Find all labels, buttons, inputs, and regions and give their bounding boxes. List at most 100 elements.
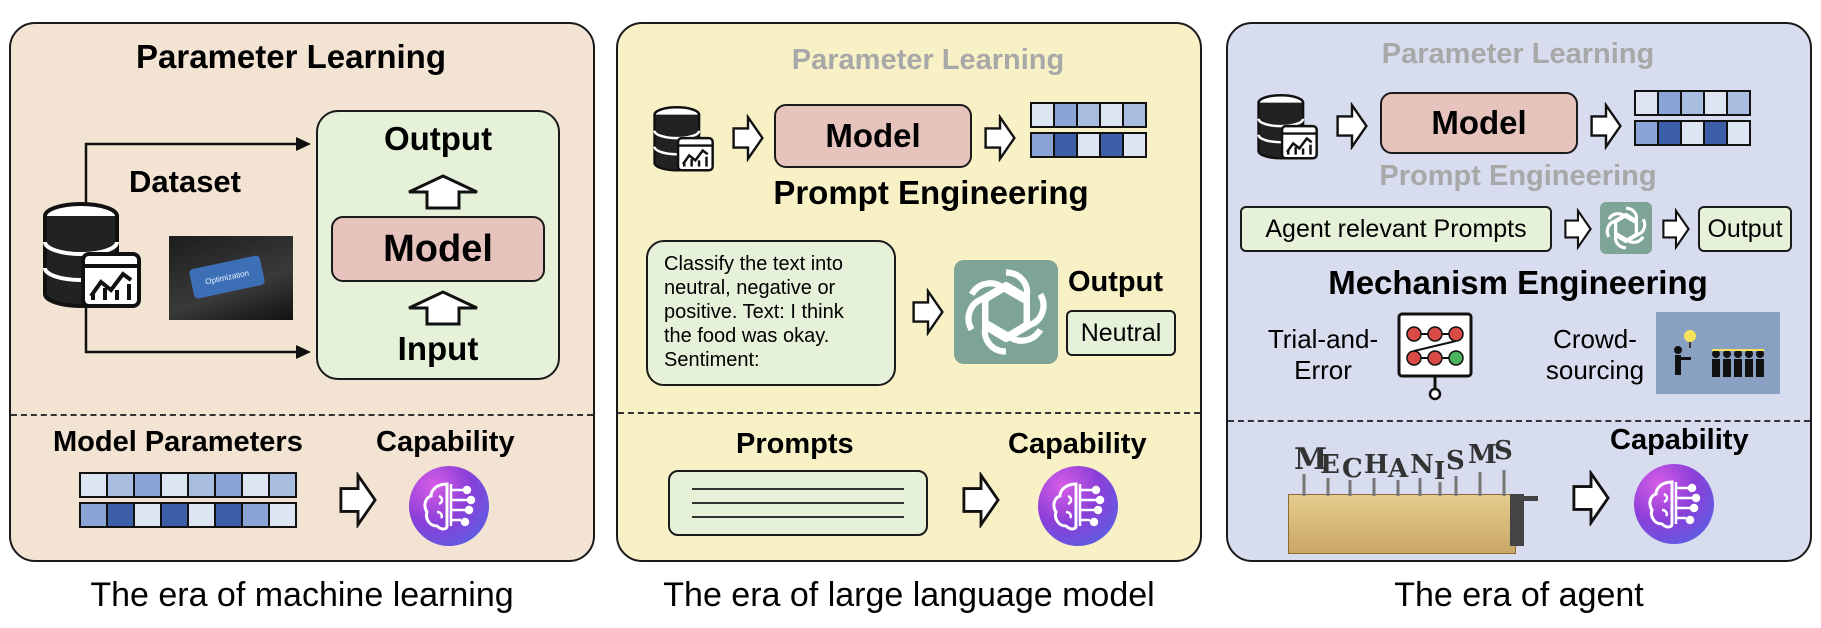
arrow-up-icon — [407, 290, 479, 326]
output-box: Output — [1698, 206, 1792, 252]
prompt-line: Sentiment: — [664, 349, 760, 371]
mechanisms-crank — [1510, 494, 1524, 546]
mechanisms-letter: E — [1320, 450, 1340, 480]
model-box: Model — [331, 216, 545, 282]
prompt-line: Classify the text into — [664, 253, 843, 275]
section-title: Prompt Engineering — [773, 174, 1089, 211]
arrow-right-icon — [1590, 102, 1622, 150]
output-value-box: Neutral — [1066, 310, 1176, 356]
faded-section: Prompt Engineering — [1379, 160, 1657, 192]
arrow-up-icon — [407, 174, 479, 210]
optimization-key: Optimization — [188, 254, 266, 300]
mechanisms-letter: C — [1342, 454, 1363, 484]
grid-cell — [241, 472, 270, 498]
grid-cell — [79, 502, 108, 528]
chatgpt-logo-icon — [1600, 202, 1652, 254]
grid-cell — [1657, 90, 1682, 116]
brain-capability-icon — [1634, 464, 1714, 544]
grid-cell — [79, 472, 108, 498]
divider — [1228, 420, 1810, 422]
grid-cell — [1703, 90, 1728, 116]
panel-agent: Parameter Learning Model Prompt Engineer… — [1226, 22, 1812, 562]
panel-machine-learning: Parameter Learning Output Model Input Da… — [9, 22, 595, 562]
mechanisms-letter: S — [1494, 436, 1513, 466]
arrow-right-icon — [1572, 470, 1610, 526]
caption-agent: The era of agent — [1394, 576, 1644, 614]
grid-cell — [241, 502, 270, 528]
grid-cell — [106, 472, 135, 498]
mechanisms-letter: N — [1410, 450, 1434, 480]
faded-title: Parameter Learning — [791, 44, 1065, 76]
trial-and-error-board-icon — [1397, 312, 1473, 401]
grid-cell — [1122, 132, 1147, 158]
mechanisms-letter: S — [1446, 446, 1465, 476]
input-label: Input — [397, 330, 479, 367]
prompt-box: Classify the text into neutral, negative… — [646, 240, 896, 386]
grid-cell — [1076, 102, 1101, 128]
chatgpt-logo-icon — [954, 260, 1058, 364]
database-chart-icon — [652, 106, 714, 174]
arrow-right-icon — [732, 114, 764, 162]
brain-capability-icon — [409, 466, 489, 546]
grid-cell — [187, 472, 216, 498]
faded-title: Parameter Learning — [1381, 38, 1655, 70]
mechanisms-letters: M E C H A N I S M S — [1290, 436, 1520, 496]
grid-cell — [1030, 102, 1055, 128]
grid-cell — [1122, 102, 1147, 128]
grid-cell — [1703, 120, 1728, 146]
model-box: Model — [1380, 92, 1578, 154]
crowd-label-line: Crowd- — [1553, 324, 1637, 354]
grid-cell — [1726, 120, 1751, 146]
caption-machine-learning: The era of machine learning — [90, 576, 514, 614]
panel-large-language-model: Parameter Learning Model Prompt Engineer… — [616, 22, 1202, 562]
crowdsourcing-label: Crowd- sourcing — [1540, 324, 1650, 386]
section-title: Mechanism Engineering — [1328, 264, 1708, 301]
divider — [11, 414, 593, 416]
optimization-key-photo: Optimization — [169, 236, 293, 320]
trial-label-line: Trial-and- — [1267, 324, 1379, 354]
arrow-right-icon — [1336, 102, 1368, 150]
trial-label-line: Error — [1294, 355, 1352, 385]
grid-cell — [214, 472, 243, 498]
grid-cell — [268, 472, 297, 498]
arrow-right-icon — [1564, 208, 1592, 250]
prompt-line: the food was okay. — [664, 325, 830, 347]
mechanisms-letter: M — [1468, 440, 1497, 470]
output-label: Output — [383, 120, 493, 157]
trial-and-error-label: Trial-and- Error — [1258, 324, 1388, 386]
grid-cell — [1053, 132, 1078, 158]
grid-cell — [1053, 102, 1078, 128]
mechanisms-letter: M — [1294, 442, 1328, 477]
prompts-box — [668, 470, 928, 536]
grid-cell — [268, 502, 297, 528]
database-chart-icon — [41, 202, 141, 312]
crowdsourcing-image — [1656, 312, 1780, 394]
mechanism-pins — [1302, 470, 1506, 496]
grid-cell — [160, 502, 189, 528]
model-parameters-label: Model Parameters — [53, 426, 303, 458]
prompt-line: neutral, negative or — [664, 277, 836, 299]
capability-label: Capability — [1008, 428, 1147, 460]
grid-cell — [133, 472, 162, 498]
caption-large-language-model: The era of large language model — [663, 576, 1155, 614]
grid-cell — [133, 502, 162, 528]
crowd-people-icon — [1674, 330, 1764, 377]
mechanisms-crank-handle — [1520, 496, 1538, 501]
grid-cell — [1099, 102, 1124, 128]
divider — [618, 412, 1200, 414]
grid-cell — [160, 472, 189, 498]
panel-title: Parameter Learning — [136, 38, 446, 75]
grid-cell — [1099, 132, 1124, 158]
grid-cell — [1680, 120, 1705, 146]
database-chart-icon — [1256, 94, 1318, 162]
mechanisms-letter: H — [1364, 450, 1389, 480]
mechanisms-letter: I — [1434, 456, 1446, 485]
arrow-right-icon — [339, 472, 377, 528]
prompt-line: positive. Text: I think — [664, 301, 844, 323]
grid-cell — [1030, 132, 1055, 158]
model-box: Model — [774, 104, 972, 168]
grid-cell — [1076, 132, 1101, 158]
grid-cell — [1657, 120, 1682, 146]
grid-cell — [1680, 90, 1705, 116]
agent-prompts-box: Agent relevant Prompts — [1240, 206, 1552, 252]
